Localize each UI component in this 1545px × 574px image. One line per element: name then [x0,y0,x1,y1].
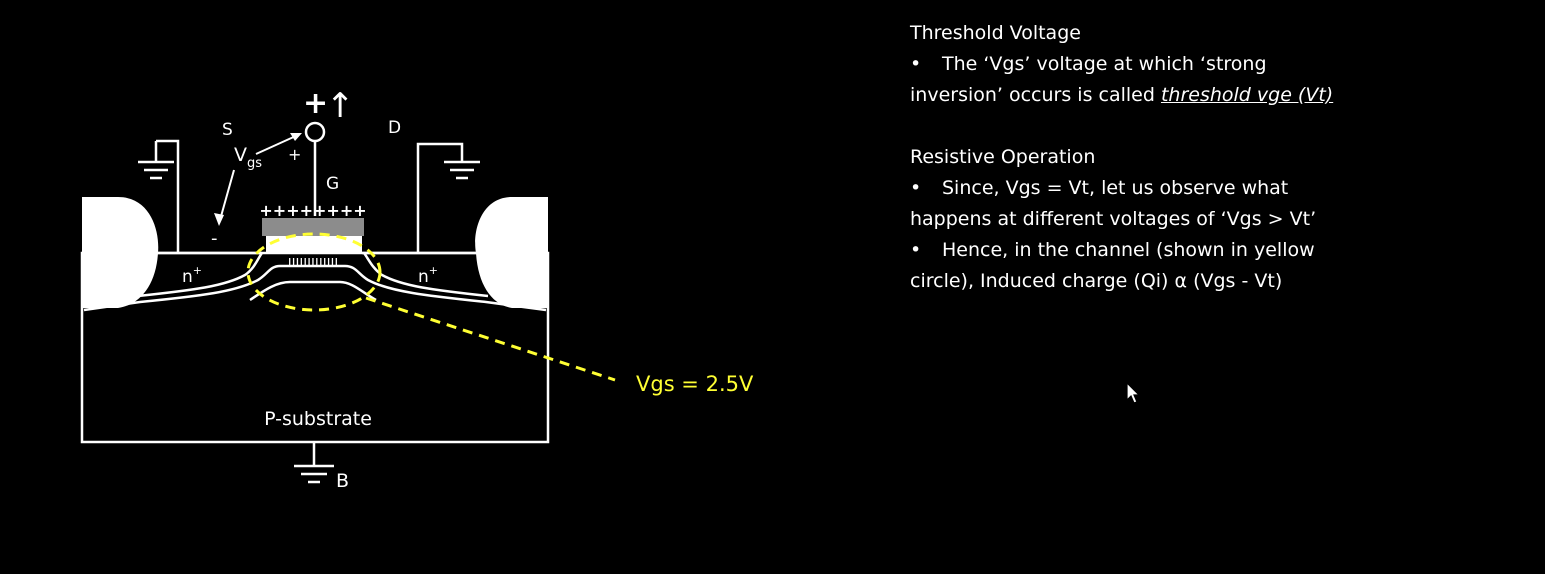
nmos-diagram: ++++++++ ııııııııııııı G + ↑ S D Vgs + - [80,86,754,492]
bullet-mark: • [910,177,922,199]
drain-lead [416,142,464,253]
n-plus-right: n+ [418,264,438,287]
bullet-text: Hence, in the channel (shown in yellow [942,239,1315,261]
vgs-label: Vgs [234,144,262,171]
gate-plate [266,236,362,254]
mouse-pointer-icon [1126,382,1141,404]
bullet-mark: • [910,239,922,261]
gate-oxide [262,218,364,236]
depletion-edge-inner [137,252,489,298]
arrow-up-icon: ↑ [326,86,355,126]
hence-line2: circle), Induced charge (Qi) α (Vgs - Vt… [910,270,1283,292]
since-line2: happens at different voltages of ‘Vgs > … [910,208,1317,230]
channel-charge-label: ııııııııııııı [288,254,339,270]
vgs-arrow-to-gate [255,134,299,155]
section-title-resistive: Resistive Operation [910,146,1096,168]
n-plus-left: n+ [182,264,202,287]
plus-small: + [288,145,301,164]
vgs-arrowhead-source [214,213,224,226]
right-field-oxide [475,197,548,308]
vgs-value-label: Vgs = 2.5V [636,372,754,396]
channel-hump [249,280,377,302]
bullet-mark: • [910,53,922,75]
source-label: S [222,120,233,140]
big-plus: + [303,86,328,121]
body-label: B [336,470,349,492]
spacer [910,111,1530,142]
vgs-arrowhead-gate [290,133,302,141]
threshold-term: threshold vge (Vt) [1160,84,1334,106]
minus-small: - [211,228,218,249]
vgs-arrow-to-source [219,169,235,221]
bullet-hence: • Hence, in the channel (shown in yellow [910,235,1530,266]
section-title-threshold: Threshold Voltage [910,22,1081,44]
notes-panel: Threshold Voltage • The ‘Vgs’ voltage at… [910,18,1530,297]
highlight-pointer-line [365,296,616,382]
source-lead [156,139,180,253]
bullet-text: Since, Vgs = Vt, let us observe what [942,177,1289,199]
channel-highlight-circle [246,232,382,312]
gate-charge-label: ++++++++ [259,201,366,220]
threshold-line2-text: inversion’ occurs is called [910,84,1161,106]
threshold-line2: inversion’ occurs is called threshold vg… [910,80,1530,111]
substrate-label: P-substrate [264,408,372,430]
depletion-edge-outer [83,264,547,312]
gate-terminal [304,121,326,143]
bullet-since: • Since, Vgs = Vt, let us observe what [910,173,1530,204]
drain-label: D [388,118,401,138]
gate-label: G [326,174,339,194]
bullet-threshold: • The ‘Vgs’ voltage at which ‘strong [910,49,1530,80]
left-field-oxide [82,197,159,308]
bullet-text: The ‘Vgs’ voltage at which ‘strong [942,53,1267,75]
